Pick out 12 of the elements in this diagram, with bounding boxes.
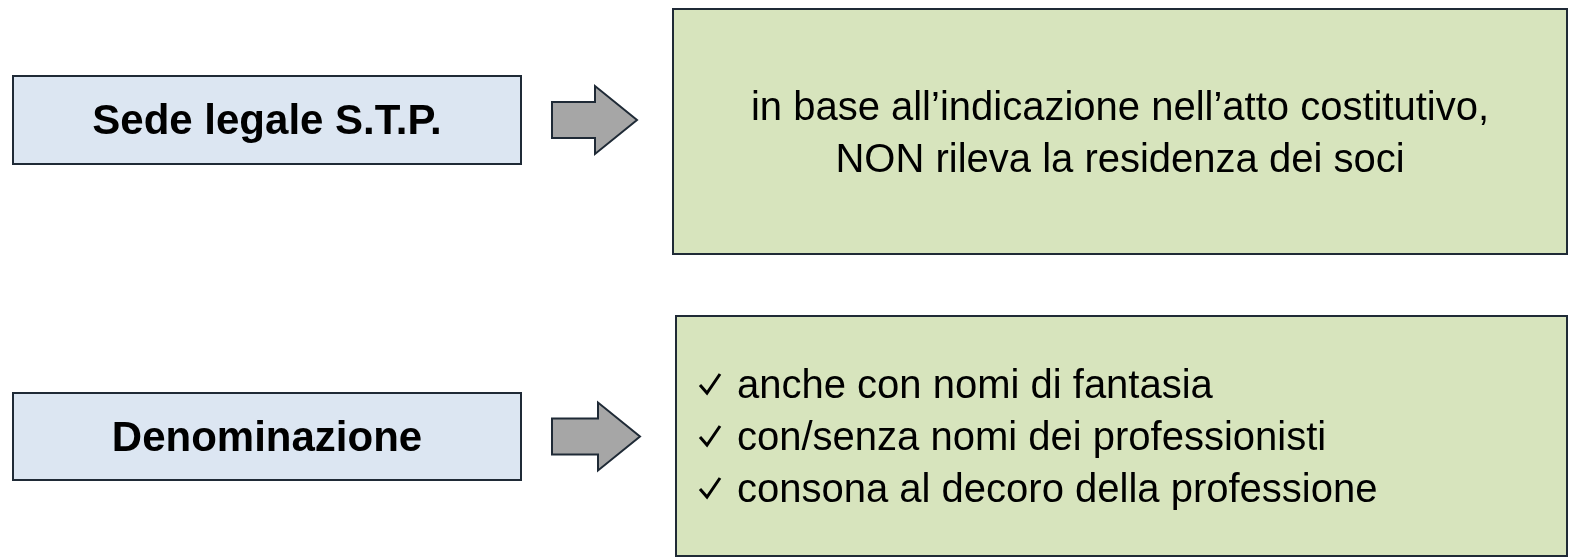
label-box — [12, 392, 522, 481]
label-box — [12, 75, 522, 165]
node-label: Sede legale S.T.P. — [91, 96, 443, 144]
list-item: con/senza nomi dei professionisti — [737, 413, 1327, 460]
block-arrow — [551, 83, 639, 157]
list-item: anche con nomi di fantasia — [737, 361, 1213, 408]
description-box — [672, 8, 1568, 255]
block-arrow — [551, 400, 642, 473]
node-label: Denominazione — [110, 412, 424, 461]
description-text: in base all’indicazione nell’atto costitutivo, NON rileva la residenza dei soci — [749, 82, 1491, 182]
description-box — [675, 315, 1568, 557]
list-item: consona al decoro della professione — [737, 465, 1378, 512]
